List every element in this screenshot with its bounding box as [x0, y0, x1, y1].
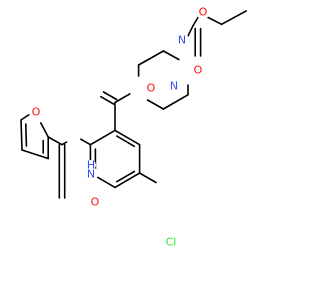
atom-o-furoyl-carbonyl: O	[88, 195, 102, 209]
canvas-background	[0, 0, 300, 300]
bond-c-furoyl-furan-c2	[47, 136, 63, 146]
atom-label-o-furan-ring: O	[32, 106, 41, 119]
atom-label-o-furoyl-carbonyl: O	[91, 196, 100, 209]
bond-ring-c6-n-amide	[80, 138, 92, 146]
bond-ring-inner-c1-c2	[116, 135, 136, 148]
bond-c-amide-o-double-b	[100, 95, 115, 105]
bond-piperazine-n1-c2	[162, 50, 180, 61]
atom-label-n-piperazine-carbamate: N	[178, 34, 186, 47]
bond-methyl-ch2	[220, 10, 247, 26]
bond-furan-c5-c4	[20, 119, 23, 151]
atom-label-o-ester-carbonyl: O	[194, 64, 203, 77]
bond-piperazine-c5-c6	[162, 94, 189, 110]
atom-label-cl-aryl: Cl	[166, 236, 177, 249]
atom-label-o-amide-carbonyl: O	[147, 82, 156, 95]
atom-n-amide-nh: N	[84, 167, 98, 181]
atom-label-n-piperazine-amide: N	[170, 80, 178, 93]
bond-ring-c3-cl	[138, 172, 157, 184]
atom-cl-aryl: Cl	[162, 235, 180, 249]
bond-furan-c2-o1	[39, 122, 50, 138]
bond-o-ethyl-c-carbonyl	[192, 15, 200, 27]
bond-piperazine-c2-c3	[137, 50, 165, 66]
atom-h-amide-nh: H	[86, 159, 96, 172]
bond-piperazine-n4-c5	[146, 99, 165, 110]
atom-o-furan-ring: O	[29, 105, 43, 119]
bond-lines	[20, 10, 247, 199]
atom-label-o-ethyl-ester: O	[199, 6, 208, 19]
atom-n-piperazine-amide: N	[167, 79, 181, 93]
bond-ring-c1-c2	[114, 129, 141, 146]
bond-n4-c-amide	[114, 93, 131, 104]
bond-furan-c4-c3	[21, 149, 50, 160]
bond-ring-c3-c4	[114, 172, 141, 189]
bond-ring-inner-c3-c4	[116, 170, 136, 183]
bond-c-amide-o-double-a	[102, 91, 118, 101]
atom-labels: O O N N O O N H	[29, 5, 210, 249]
atom-n-piperazine-carbamate: N	[175, 33, 189, 47]
bond-n-amide-c-furoyl	[61, 141, 68, 146]
bond-ring-c6-c1	[89, 129, 116, 146]
bond-furan-inner-c5-c4	[24, 123, 28, 147]
bond-ch2-o-ethyl	[206, 16, 223, 26]
atom-o-amide-carbonyl: O	[144, 81, 158, 95]
atom-label-h-amide-nh: H	[87, 159, 95, 172]
atom-o-ethyl-ester: O	[196, 5, 210, 19]
atom-label-n-amide-nh: N	[87, 168, 95, 181]
atom-o-ester-carbonyl: O	[191, 63, 205, 77]
molecule-structure-diagram: O O N N O O N H	[0, 0, 300, 300]
